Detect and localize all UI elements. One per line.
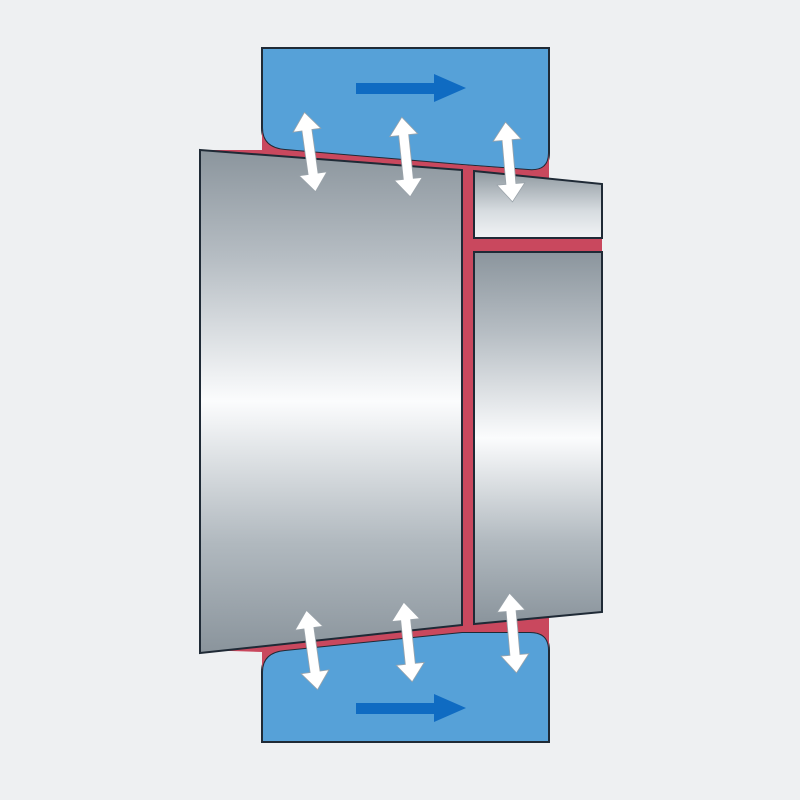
- shaft: [199, 148, 603, 655]
- double-arrow-icon: [389, 116, 423, 198]
- double-arrow-icon: [496, 592, 530, 674]
- shaft-upper-right-section: [473, 169, 603, 239]
- oil-film-vertical: [461, 168, 475, 628]
- double-arrow-icon: [294, 609, 330, 691]
- double-arrow-icon: [492, 121, 526, 203]
- oil-film-horizontal: [470, 238, 602, 252]
- right-arrow-icon: [356, 74, 466, 102]
- shaft-lower-right-section: [473, 251, 603, 626]
- shaft-main-section: [199, 148, 463, 655]
- double-arrow-icon: [391, 601, 425, 683]
- double-arrow-icon: [292, 111, 328, 193]
- pressure-arrows: [292, 111, 530, 691]
- outer-ring: [261, 47, 550, 743]
- oil-film-bottom: [200, 615, 549, 672]
- flow-arrows: [356, 74, 466, 722]
- right-arrow-icon: [356, 694, 466, 722]
